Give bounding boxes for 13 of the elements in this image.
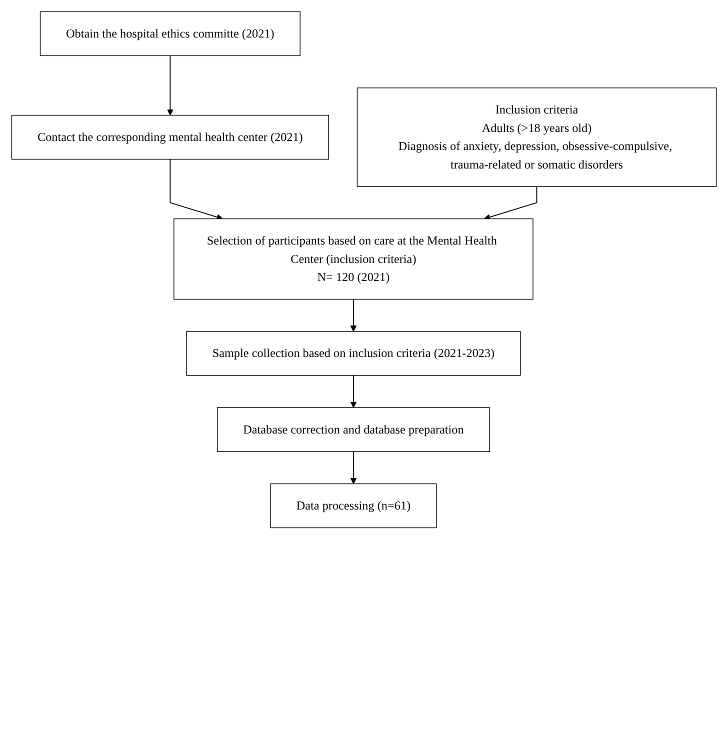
arrow xyxy=(170,158,223,220)
node-box: Contact the corresponding mental health center (2021) xyxy=(11,114,329,160)
node-box: Selection of participants based on care at the Mental Health Center (inclusion criteria) N= 120 (2021) xyxy=(174,218,534,300)
arrow xyxy=(167,55,174,116)
arrow xyxy=(350,298,357,332)
node-box: Obtain the hospital ethics committe (2021) xyxy=(40,11,300,56)
node-box: Inclusion criteria Adults (>18 years old) Diagnosis of anxiety, depression, obsessive-compulsive, trauma-related or somatic disorders xyxy=(356,88,717,187)
arrow xyxy=(350,374,357,408)
node-box: Data processing (n=61) xyxy=(270,483,437,528)
arrow xyxy=(350,451,357,484)
node-box: Database correction and database preparation xyxy=(216,407,490,452)
node-box: Sample collection based on inclusion criteria (2021-2023) xyxy=(186,331,521,376)
arrow xyxy=(484,186,538,220)
